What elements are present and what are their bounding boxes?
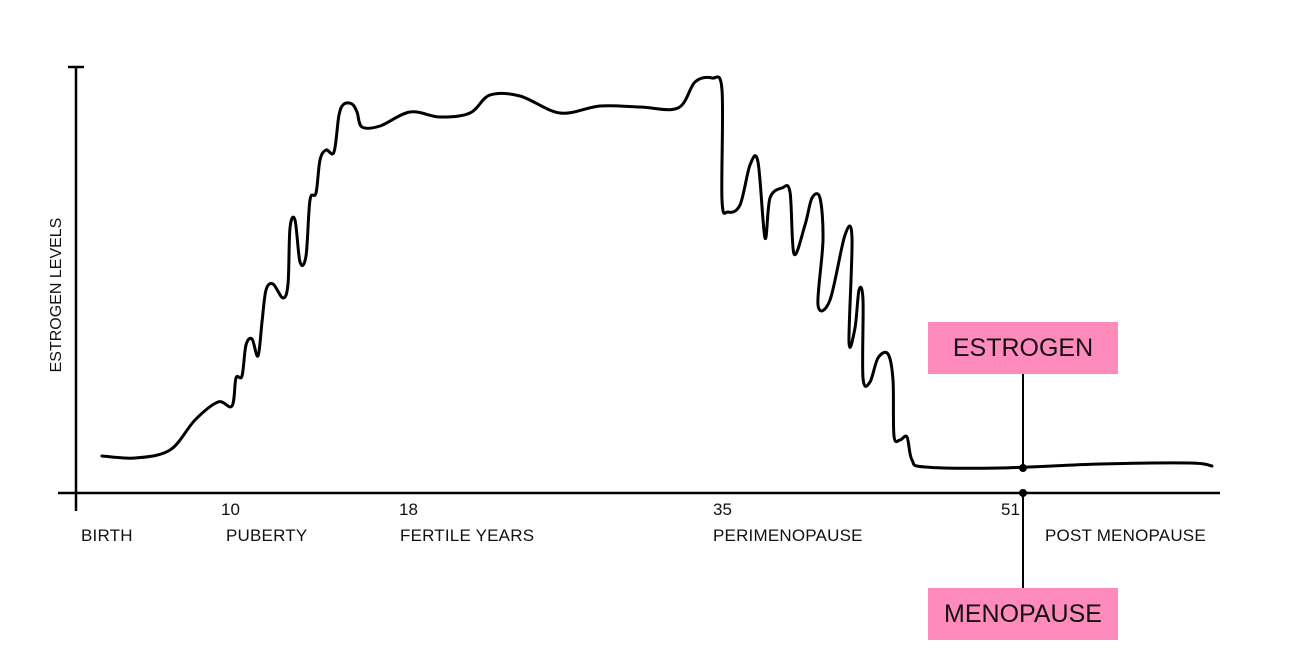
age-35: 35	[713, 500, 732, 519]
age-51: 51	[1001, 500, 1020, 519]
age-10: 10	[221, 500, 240, 519]
stage-post-menopause: POST MENOPAUSE	[1045, 526, 1206, 545]
stage-puberty: PUBERTY	[226, 526, 308, 545]
stage-fertile-years: FERTILE YEARS	[400, 526, 535, 545]
age-18: 18	[399, 500, 418, 519]
estrogen-marker	[1019, 464, 1027, 472]
menopause-callout: MENOPAUSE	[928, 588, 1118, 640]
stage-perimenopause: PERIMENOPAUSE	[713, 526, 863, 545]
estrogen-callout: ESTROGEN	[928, 322, 1118, 374]
menopause-marker	[1019, 489, 1027, 497]
estrogen-curve	[100, 75, 1214, 470]
stage-birth: BIRTH	[81, 526, 133, 545]
y-axis-label: ESTROGEN LEVELS	[48, 217, 65, 373]
